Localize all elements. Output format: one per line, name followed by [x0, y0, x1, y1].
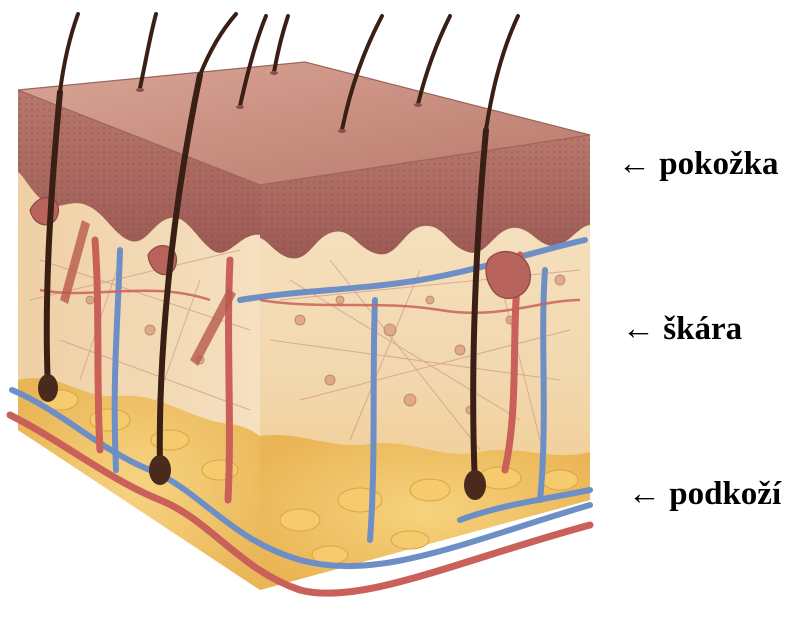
label-epidermis: ← pokožka	[618, 148, 778, 181]
label-dermis: ← škára	[622, 313, 742, 346]
label-hypodermis: ← podkoží	[628, 478, 781, 511]
